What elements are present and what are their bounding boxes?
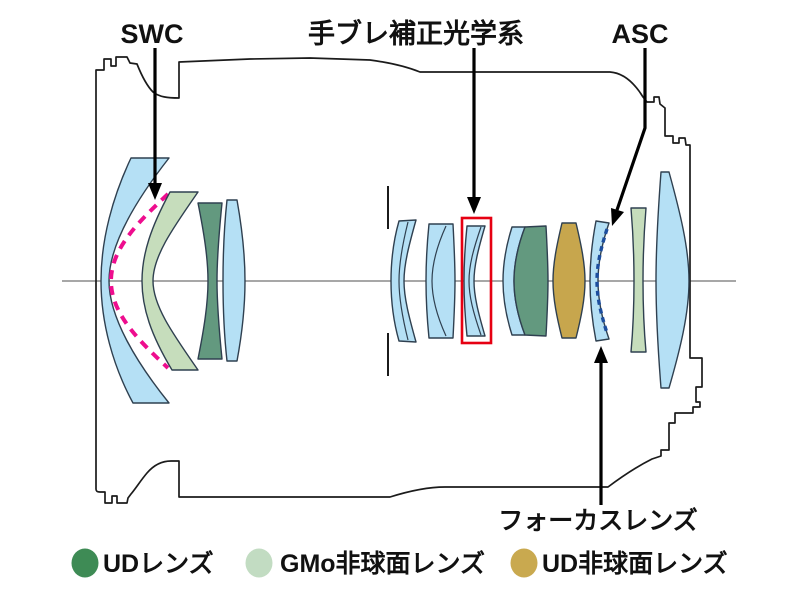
legend: UDレンズ GMo非球面レンズ UD非球面レンズ (71, 548, 728, 578)
stabilizer-lens-surface (468, 226, 482, 336)
asc-label: ASC (611, 19, 668, 49)
swc-label: SWC (121, 19, 184, 49)
stabilizer-highlight-box (460, 216, 493, 345)
gmo-aspherical-rear-element (630, 207, 647, 353)
gmo-aspherical-front-element (141, 191, 199, 371)
front-group-element-4 (222, 199, 246, 362)
asc-arrow-head (611, 208, 624, 226)
stabilizer-arrow-head (467, 197, 481, 214)
barrel-outline (95, 56, 703, 504)
focus-lens (589, 220, 610, 342)
stabilizer-lens (463, 225, 486, 337)
middle-element-2-surface (431, 225, 447, 337)
asc-arrow-shaft (615, 48, 647, 211)
rear-element (655, 171, 690, 389)
front-element (100, 157, 170, 404)
swc-arrow-head (148, 183, 162, 200)
legend-swatch-ud-lens (71, 548, 99, 578)
stabilizer-label: 手ブレ補正光学系 (308, 18, 524, 49)
legend-label-gmo-aspherical-lens: GMo非球面レンズ (280, 549, 485, 578)
asc-coating-dashed-arc (595, 228, 609, 334)
ud-aspherical-element (552, 222, 586, 339)
doublet-ud-element (513, 225, 549, 337)
middle-element-1-surface (398, 221, 409, 341)
swc-coating-dashed-arc (108, 192, 170, 370)
legend-label-ud-lens: UDレンズ (103, 549, 214, 578)
ud-front-element (197, 202, 223, 360)
legend-swatch-ud-aspherical-lens (510, 548, 538, 578)
focus-arrow-head (594, 346, 608, 363)
focus-lens-label: フォーカスレンズ (498, 506, 698, 535)
legend-label-ud-aspherical-lens: UD非球面レンズ (542, 549, 728, 578)
middle-element-1 (390, 219, 417, 343)
middle-element-2 (425, 223, 456, 339)
legend-swatch-gmo-aspherical-lens (245, 548, 273, 578)
